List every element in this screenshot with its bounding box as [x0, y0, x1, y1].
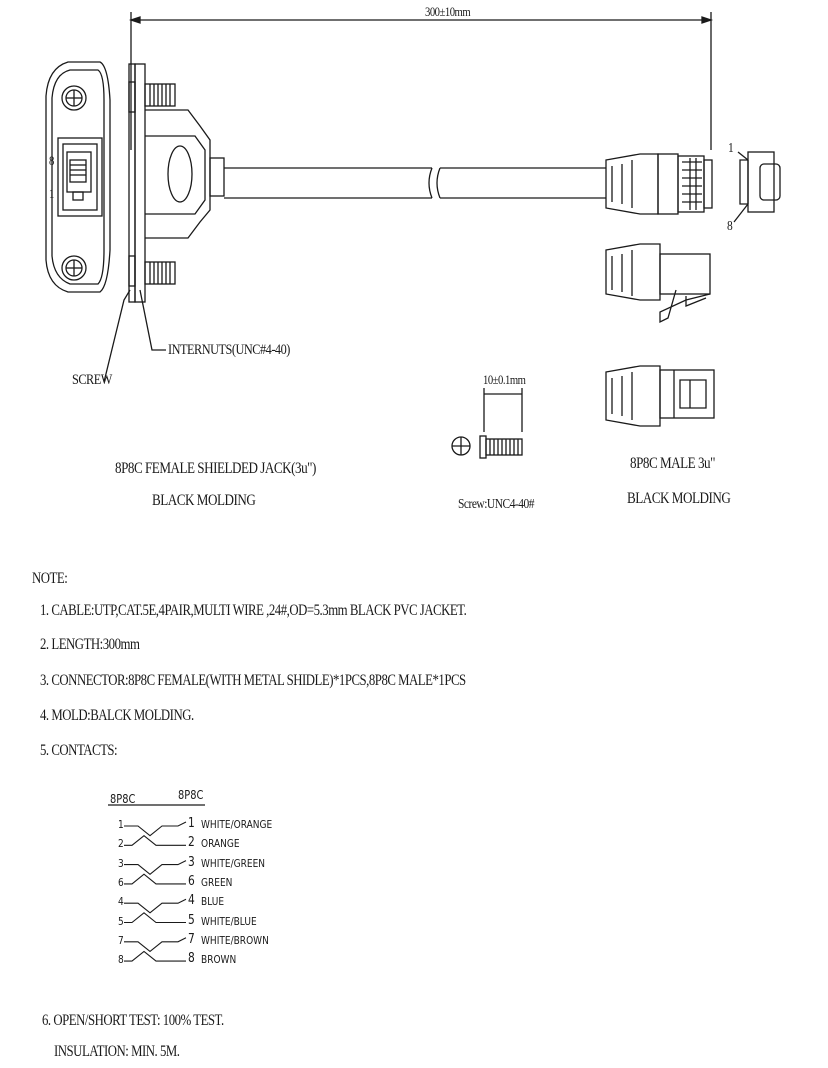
contact-wire-color: WHITE/GREEN — [201, 856, 266, 870]
female-jack-side — [128, 63, 225, 303]
contact-wire-color: GREEN — [201, 875, 233, 889]
screw-label: SCREW — [72, 372, 112, 388]
contacts-header-right: 8P8C — [178, 788, 204, 802]
contact-wire — [124, 873, 186, 885]
screw-spec-label: Screw:UNC4-40# — [458, 497, 535, 512]
contact-right-pin: 5 — [188, 912, 195, 928]
contact-wire — [124, 950, 186, 962]
contacts-schematic — [108, 804, 205, 962]
contact-right-pin: 4 — [188, 893, 195, 909]
contact-left-pin: 1 — [118, 818, 124, 831]
note-item: 5. CONTACTS: — [40, 742, 118, 759]
note-item: 4. MOLD:BALCK MOLDING. — [40, 707, 194, 724]
pin-1-label: 1 — [49, 186, 54, 201]
plug-front — [733, 151, 781, 223]
contact-wire — [124, 860, 187, 875]
contact-wire — [124, 912, 186, 924]
male-molding-label: BLACK MOLDING — [627, 490, 731, 507]
male-plug-side — [605, 153, 713, 215]
contact-left-pin: 4 — [118, 895, 124, 909]
contact-left-pin: 8 — [118, 953, 124, 967]
contact-right-pin: 1 — [188, 816, 195, 831]
contact-right-pin: 6 — [188, 873, 195, 889]
female-jack-label: 8P8C FEMALE SHIELDED JACK(3u") — [115, 460, 316, 477]
internuts-label: INTERNUTS(UNC#4-40) — [168, 342, 290, 358]
contact-wire-color: BLUE — [201, 895, 225, 909]
test-line-1: 6. OPEN/SHORT TEST: 100% TEST. — [42, 1012, 224, 1029]
contact-wire — [124, 898, 187, 914]
test-line-2: INSULATION: MIN. 5M. — [54, 1043, 180, 1060]
contact-wire-color: ORANGE — [201, 837, 240, 851]
contact-left-pin: 6 — [118, 875, 124, 889]
male-plug-label: 8P8C MALE 3u" — [630, 455, 715, 472]
length-label: 300±10mm — [425, 4, 471, 19]
note-item: 1. CABLE:UTP,CAT.5E,4PAIR,MULTI WIRE ,24… — [40, 602, 467, 619]
plug-top — [605, 365, 715, 427]
female-molding-label: BLACK MOLDING — [152, 492, 256, 509]
contact-wire — [124, 821, 187, 837]
contact-left-pin: 5 — [118, 914, 124, 928]
leader-lines — [103, 289, 166, 383]
contact-right-pin: 8 — [188, 951, 195, 967]
plug-pin-8-label: 8 — [727, 219, 733, 234]
contact-right-pin: 2 — [188, 835, 195, 851]
contact-left-pin: 7 — [118, 933, 124, 947]
note-item: 3. CONNECTOR:8P8C FEMALE(WITH METAL SHID… — [40, 672, 466, 689]
contact-wire — [124, 834, 186, 846]
contact-wire-color: WHITE/ORANGE — [201, 818, 273, 831]
plug-side-2 — [605, 243, 711, 324]
note-item: 2. LENGTH:300mm — [40, 636, 140, 653]
contact-wire-color: WHITE/BLUE — [201, 914, 257, 928]
cable — [224, 167, 606, 199]
contact-wire-color: WHITE/BROWN — [201, 933, 269, 947]
contact-wire-color: BROWN — [201, 953, 237, 967]
panel-plate-front — [45, 61, 111, 293]
contact-left-pin: 2 — [118, 837, 124, 851]
contact-right-pin: 3 — [188, 854, 195, 870]
length-dimension — [128, 12, 714, 150]
screw-detail — [451, 388, 523, 459]
contact-right-pin: 7 — [188, 931, 195, 947]
notes-heading: NOTE: — [32, 570, 68, 587]
contact-left-pin: 3 — [118, 856, 124, 870]
screw-dimension-label: 10±0.1mm — [483, 372, 526, 387]
contact-wire — [124, 937, 187, 953]
contacts-header-left: 8P8C — [110, 792, 136, 806]
pin-8-label: 8 — [49, 153, 54, 168]
plug-pin-1-label: 1 — [728, 141, 734, 156]
